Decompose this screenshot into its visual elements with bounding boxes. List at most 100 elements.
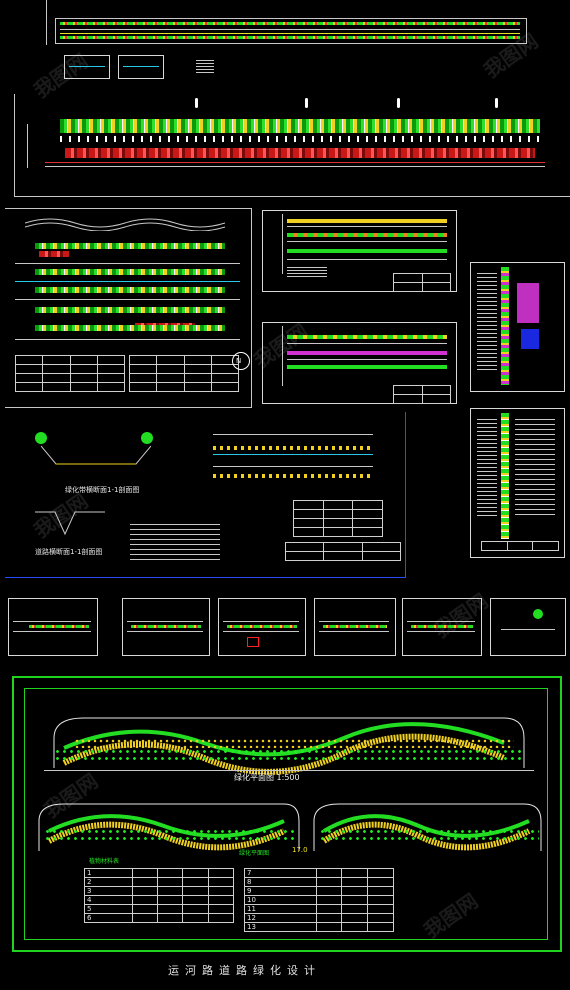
section-title: 道路横断面1-1剖面图 [35,548,103,556]
plan-line [213,434,373,435]
material-table [293,500,383,537]
road-line [127,631,203,632]
plan-line [15,281,240,282]
detail-sheet [490,598,566,656]
shrub-dots [54,748,524,764]
planting-strip [60,22,520,25]
row-number: 13 [244,922,317,932]
detail-line [69,66,105,67]
north-arrow-icon: N [232,352,250,370]
shrub-dots [44,828,294,842]
scale-bar [27,124,44,168]
flower-bed-row [65,148,535,158]
table-title: 植物材料表 [89,858,120,865]
plan-line [213,466,373,467]
vertical-plan-sheet [470,262,565,392]
north-label: N [236,357,242,365]
plan-line [15,263,240,264]
tree-icon [35,432,47,444]
detail-thumbnail [64,55,110,79]
plant-table-right: 7 8 9 10 11 12 13 [244,868,394,932]
tree-row [213,446,373,450]
trunk-row [60,136,540,142]
plan-label: 绿化平面图 [239,850,270,857]
title-block [393,273,451,292]
detail-profile [35,511,105,536]
lamp-icon [397,98,400,108]
road-line [407,621,475,622]
lower-median-right [313,803,542,851]
sheet-margin [266,214,283,274]
tree-icon [141,432,153,444]
plant-table-left: 1 2 3 4 5 6 [84,868,235,923]
plan-line [287,241,447,242]
row-number: 6 [84,913,133,923]
plan-band [287,351,447,355]
tree-canopy-row [60,119,540,133]
row-number: 1 [84,868,133,878]
plan-hedge [35,325,225,331]
road-line [407,631,475,632]
plan-band [287,233,447,237]
median-strip [131,625,201,628]
plan-hedge [35,269,225,275]
plan-line [287,343,447,344]
road-line [223,621,299,622]
ground-line [45,162,545,163]
row-number: 7 [244,868,317,878]
plan-flowers [39,251,69,257]
vertical-plan-sheet [470,408,565,558]
long-elevation-sheet [55,18,527,44]
road-edge-line [45,166,545,167]
intersection-sheet-2 [122,598,210,656]
median-strip [411,625,473,628]
title-block [481,541,559,551]
road-line [127,621,203,622]
ground-line [501,629,555,630]
road-curve [25,218,226,231]
plan-hedge [35,287,225,293]
road-line [13,621,91,622]
section-profile [41,445,151,465]
street-elevation-sheet [14,94,570,197]
tree-icon [533,609,543,619]
plan-sheet-upper [262,210,457,292]
lamp-icon [195,98,198,108]
dimension-label: 17.0 [292,846,308,854]
plan-line [15,299,240,300]
planting-strip [60,36,520,39]
title-block [393,385,451,404]
row-number: 10 [244,895,317,905]
intersection-sheet-4 [314,598,396,656]
planting-plan-sheet: 绿化平面图 1:500 17.0 植物材料表 绿化平面图 1 2 3 4 5 6… [12,676,562,952]
intersection-sheet-3 [218,598,306,656]
plan-sheet-lower [262,322,457,404]
sheet-border-line [46,0,47,45]
row-number: 9 [244,886,317,896]
plan-band [287,335,447,339]
note-block [477,419,497,519]
lamp-icon [495,98,498,108]
plan-line [287,259,447,260]
road-line [319,621,389,622]
section-title: 绿化带横断面1-1剖面图 [65,486,140,494]
plan-sheet-left [5,208,252,408]
road-line [319,631,389,632]
plan-line [15,339,240,340]
ground-cover-dots [74,738,514,748]
median-strip [323,625,387,628]
plan-line [287,359,447,360]
plan-band [287,249,447,253]
lamp-icon [305,98,308,108]
section-sheet: 绿化带横断面1-1剖面图 道路横断面1-1剖面图 [5,412,406,578]
blue-zone [521,329,539,349]
row-number: 12 [244,913,317,923]
plan-line [287,226,447,227]
row-number: 5 [84,904,133,914]
detail-thumbnail [118,55,164,79]
note-block [196,60,214,74]
note-block [477,273,497,373]
road-line [13,631,91,632]
curb-line [44,770,534,771]
median-strip [227,625,297,628]
